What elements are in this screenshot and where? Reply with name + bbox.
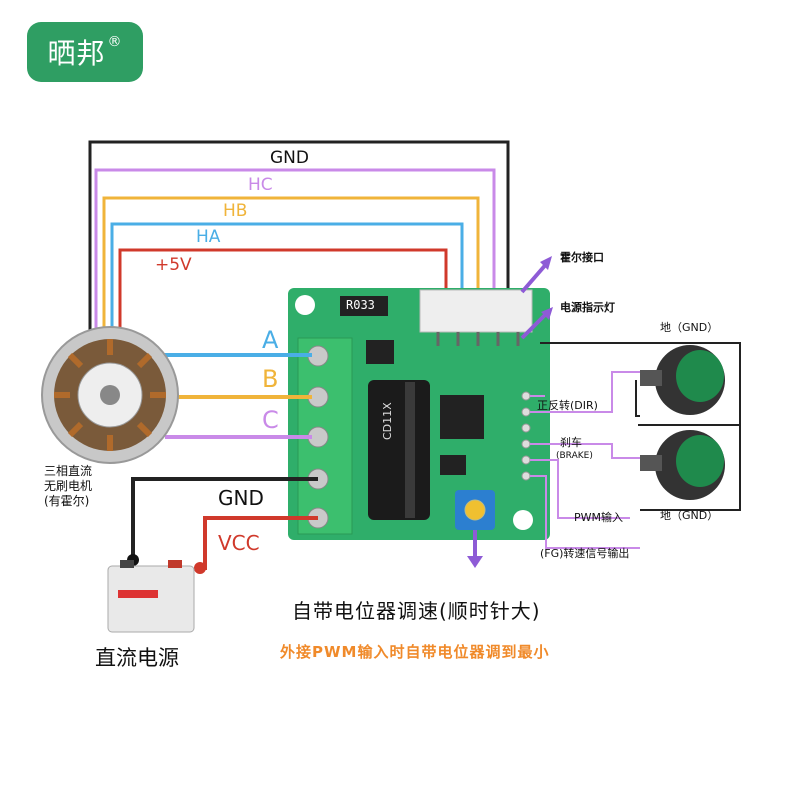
capacitor (368, 380, 430, 520)
gnd-bottom-label: 地（GND） (660, 509, 719, 522)
pwm-note: 外接PWM输入时自带电位器调到最小 (280, 643, 550, 661)
speed-control-title: 自带电位器调速(顺时针大) (292, 599, 541, 623)
ic-chip (440, 455, 466, 475)
hb-label: HB (223, 201, 248, 221)
push-button-top (640, 345, 725, 415)
vcc-power-wire (203, 516, 318, 570)
brake-label-cn: 刹车 (560, 436, 582, 449)
ha-label: HA (196, 227, 221, 247)
pwm-label: PWM输入 (574, 511, 624, 524)
motor-caption-1: 三相直流 (44, 464, 93, 478)
pwm-wire (530, 459, 630, 519)
motor-caption-2: 无刷电机 (44, 479, 93, 493)
hc-wire (94, 168, 496, 338)
hc-label: HC (248, 175, 273, 195)
hall-port-arrow (520, 260, 550, 294)
dir-wire (530, 371, 640, 413)
mount-hole (295, 295, 315, 315)
ic-chip-main (440, 395, 484, 439)
gnd-power-label: GND (218, 486, 264, 510)
gnd-power-wire (131, 477, 318, 558)
push-button-bottom (640, 430, 725, 500)
v5-label: +5V (155, 255, 192, 275)
bldc-motor (41, 326, 179, 464)
motor-caption-3: (有霍尔) (44, 494, 90, 508)
resistor (340, 296, 388, 316)
mount-hole (513, 510, 533, 530)
gnd-top-label: 地（GND） (660, 321, 719, 334)
phase-b-label: B (262, 365, 279, 393)
fg-label: (FG)转速信号输出 (540, 547, 630, 560)
fg-wire (530, 475, 640, 549)
logo-text: 晒邦 (47, 37, 106, 70)
capacitor-label: CD11X (381, 402, 394, 440)
resistor-label: R033 (346, 298, 375, 312)
dir-label: 正反转(DIR) (537, 399, 598, 412)
power-led-label: 电源指示灯 (560, 301, 615, 314)
dc-power-label: 直流电源 (95, 646, 179, 670)
hb-wire (102, 196, 480, 344)
ic-chip-small (366, 340, 394, 364)
phase-a-label: A (262, 326, 279, 354)
brake-label-en: (BRAKE) (556, 451, 593, 461)
gnd-hall-label: GND (270, 148, 309, 168)
vcc-label: VCC (218, 531, 260, 555)
brake-wire (530, 443, 640, 459)
ha-wire (110, 222, 464, 350)
power-led-arrow (520, 310, 550, 340)
phase-c-label: C (262, 406, 279, 434)
battery (107, 560, 195, 633)
registered-mark: ® (107, 34, 123, 50)
hall-port-label: 霍尔接口 (560, 251, 604, 264)
gnd-hall-wire (88, 140, 510, 330)
v5-wire (118, 248, 448, 356)
brand-logo: 晒邦® (27, 22, 143, 82)
hall-connector (419, 289, 533, 333)
